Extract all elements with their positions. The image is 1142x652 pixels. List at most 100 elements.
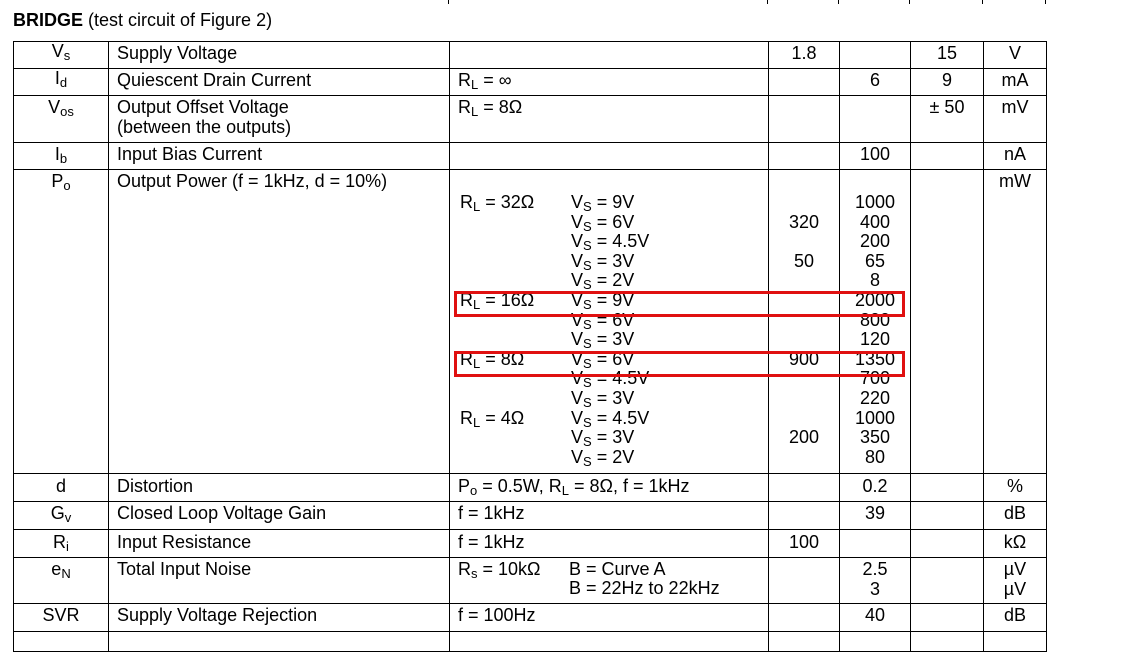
power-typ-value: 65 [864, 250, 886, 271]
power-typ-value: 220 [859, 387, 891, 408]
power-min-value [770, 311, 839, 331]
condition-cell: f = 100Hz [449, 603, 769, 632]
parameter-cell: Total Input Noise [108, 557, 450, 604]
power-condition-line: RL = 32Ω VS = 9V [460, 192, 768, 214]
power-min-value: 320 [788, 211, 820, 232]
power-condition-line: VS = 3V [460, 250, 768, 273]
heading-rest: (test circuit of Figure 2) [83, 10, 273, 30]
supply-voltage: VS = 6V [571, 348, 635, 371]
supply-voltage: VS = 6V [571, 211, 635, 234]
row-output-power: Po Output Power (f = 1kHz, d = 10%) RL =… [13, 169, 1047, 474]
parameter-cell: Distortion [108, 473, 450, 502]
symbol-cell: d [13, 473, 109, 502]
supply-voltage: VS = 4.5V [571, 231, 650, 254]
row-voltage-gain: Gv Closed Loop Voltage Gain f = 1kHz 39 … [13, 501, 1047, 530]
condition-cell [449, 142, 769, 170]
power-condition-line: VS = 6V [460, 309, 768, 332]
power-typ-value: 8 [869, 270, 880, 291]
unit-cell: mV [983, 95, 1047, 143]
symbol-cell: Vos [13, 95, 109, 143]
power-typ-value: 2000 [854, 289, 896, 310]
power-min-value [770, 232, 839, 252]
power-min-value: 900 [788, 348, 820, 369]
supply-voltage: VS = 6V [571, 309, 635, 332]
typ-cell: 39 [839, 501, 911, 530]
min-cell: 100 [768, 529, 840, 558]
max-cell [910, 603, 984, 632]
power-min-value [770, 330, 839, 350]
min-cell [768, 557, 840, 604]
symbol-cell: Vs [13, 41, 109, 69]
power-condition-line: VS = 2V [460, 446, 768, 469]
supply-voltage: VS = 3V [571, 387, 635, 410]
unit-cell: nA [983, 142, 1047, 170]
parameter-cell: Input Bias Current [108, 142, 450, 170]
max-cell [910, 529, 984, 558]
power-condition-line: VS = 4.5V [460, 231, 768, 254]
min-cell [768, 603, 840, 632]
power-min-value [770, 389, 839, 409]
load-resistance: RL = 8Ω [460, 348, 525, 371]
condition-cell: Po = 0.5W, RL = 8Ω, f = 1kHz [449, 473, 769, 502]
power-condition-line: VS = 3V [460, 427, 768, 448]
power-min-value [770, 448, 839, 468]
power-min-value [770, 291, 839, 311]
power-condition-line: VS = 3V [460, 387, 768, 410]
symbol-cell: Gv [13, 501, 109, 530]
parameter-cell: Output Power (f = 1kHz, d = 10%) [108, 169, 450, 474]
typ-cell [839, 95, 911, 143]
supply-voltage: VS = 4.5V [571, 407, 650, 430]
max-cell: 15 [910, 41, 984, 69]
power-typ-value: 400 [859, 211, 891, 232]
power-min-value: 50 [793, 250, 815, 271]
row-supply-voltage: Vs Supply Voltage 1.8 15 V [13, 41, 1047, 69]
bridge-spec-table: Vs Supply Voltage 1.8 15 V Id Quiescent … [13, 41, 1047, 652]
supply-voltage: VS = 9V [571, 289, 635, 312]
unit-cell: kΩ [983, 529, 1047, 558]
power-typ-value: 80 [864, 446, 886, 467]
row-distortion: d Distortion Po = 0.5W, RL = 8Ω, f = 1kH… [13, 473, 1047, 502]
power-min-value: 200 [788, 427, 820, 448]
condition-cell: Rs = 10kΩ B = Curve A B = 22Hz to 22kHz [449, 557, 769, 604]
power-typ-value: 700 [859, 368, 891, 389]
min-cell [768, 473, 840, 502]
parameter-cell: Supply Voltage [108, 41, 450, 69]
typ-cell: 0.2 [839, 473, 911, 502]
power-typ-value: 800 [859, 309, 891, 330]
symbol-cell: Ri [13, 529, 109, 558]
typ-cell [839, 41, 911, 69]
supply-voltage: VS = 2V [571, 270, 635, 293]
supply-voltage: VS = 4.5V [571, 368, 650, 391]
symbol-cell: SVR [13, 603, 109, 632]
unit-cell: mW [983, 169, 1047, 474]
max-cell: ± 50 [910, 95, 984, 143]
row-svr: SVR Supply Voltage Rejection f = 100Hz 4… [13, 603, 1047, 632]
parameter-cell: Output Offset Voltage(between the output… [108, 95, 450, 143]
condition-cell: f = 1kHz [449, 529, 769, 558]
typ-cell: 40 [839, 603, 911, 632]
min-cell [768, 501, 840, 530]
supply-voltage: VS = 3V [571, 250, 635, 273]
min-cell [768, 142, 840, 170]
condition-cell: RL = 8Ω [449, 95, 769, 143]
power-condition-line: RL = 8Ω VS = 6V [460, 348, 768, 371]
condition-cell: RL = ∞ [449, 68, 769, 96]
parameter-cell: Closed Loop Voltage Gain [108, 501, 450, 530]
condition-cell: f = 1kHz [449, 501, 769, 530]
power-typ-value: 1350 [854, 348, 896, 369]
load-resistance: RL = 32Ω [460, 192, 535, 214]
condition-cell [449, 41, 769, 69]
supply-voltage: VS = 9V [571, 192, 635, 214]
power-min-list: 320 50 900 200 [770, 193, 839, 468]
power-min-value [770, 271, 839, 291]
supply-voltage: VS = 2V [571, 446, 635, 469]
max-cell [910, 142, 984, 170]
power-min-value [770, 369, 839, 389]
power-condition-line: VS = 4.5V [460, 368, 768, 391]
max-cell [910, 473, 984, 502]
